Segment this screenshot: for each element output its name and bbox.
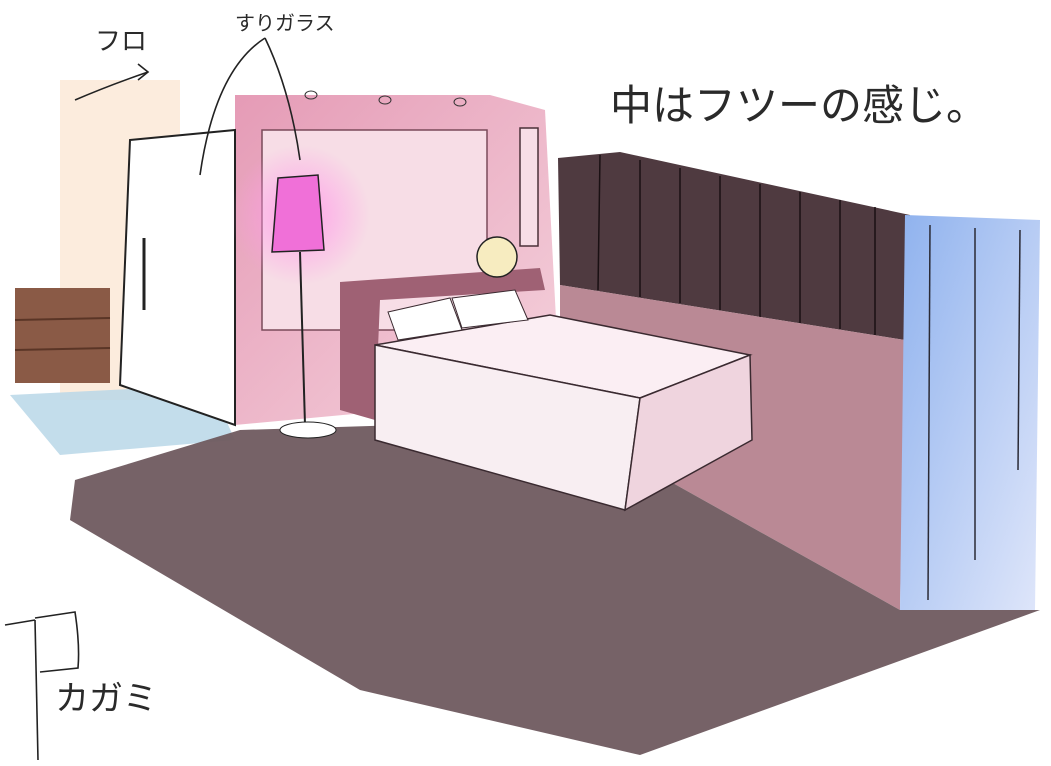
frosted-glass-label: すりガラス	[235, 11, 335, 35]
side-mirror	[519, 127, 539, 247]
bath-label: フロ	[95, 27, 147, 57]
floor-lamp-icon	[271, 174, 337, 439]
caption-text: 中はフツーの感じ。	[610, 81, 988, 130]
mirror-label: カガミ	[55, 679, 157, 719]
window	[900, 215, 1040, 610]
window-frame	[927, 224, 1021, 601]
door-icon	[118, 128, 236, 427]
bed-icon	[374, 289, 753, 512]
bedside-lamp-icon	[476, 236, 518, 278]
ceiling-lights	[304, 90, 467, 107]
dresser	[14, 288, 111, 383]
panel-wall	[558, 152, 910, 340]
mirror-icon	[4, 619, 39, 761]
nightstand	[340, 268, 545, 420]
annotation-pointers	[34, 37, 301, 673]
floor	[70, 420, 1040, 755]
panel-lines	[597, 154, 876, 335]
